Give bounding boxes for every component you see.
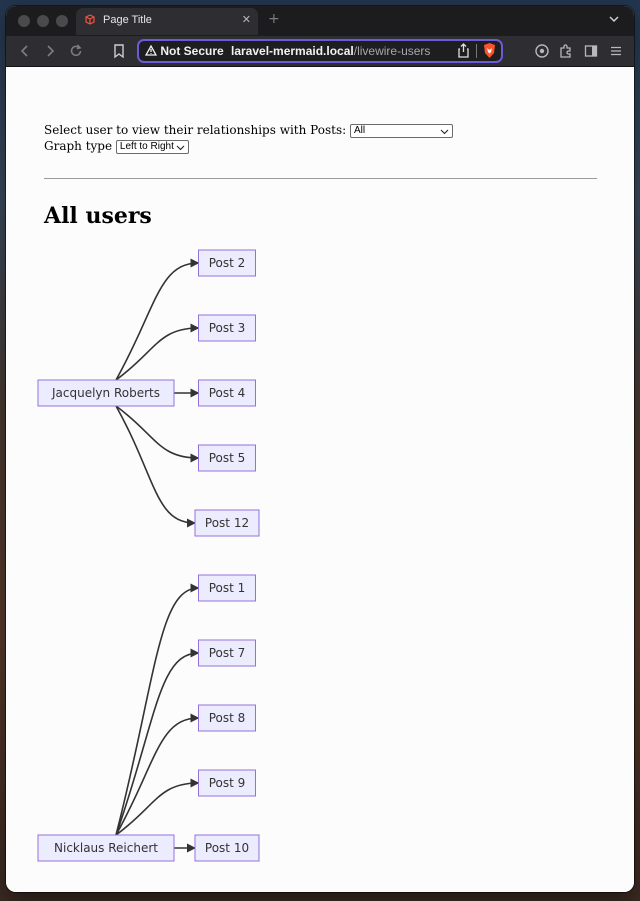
relationship-edge [115, 323, 200, 381]
forward-icon[interactable] [42, 43, 58, 59]
page-content: Select user to view their relationships … [6, 68, 634, 892]
post-node-label: Post 3 [209, 321, 246, 335]
address-bar-divider [476, 44, 477, 58]
post-node[interactable]: Post 4 [198, 379, 256, 407]
post-node[interactable]: Post 8 [198, 704, 256, 732]
post-node[interactable]: Post 5 [198, 444, 256, 472]
chevron-down-icon [440, 129, 449, 134]
post-node[interactable]: Post 3 [198, 314, 256, 342]
security-indicator[interactable]: Not Secure [144, 44, 224, 58]
url-host: laravel-mermaid.local [231, 44, 354, 58]
browser-window: Page Title ✕ + Not Secure [6, 6, 634, 892]
post-node-label: Post 1 [209, 581, 246, 595]
tab-close-button[interactable]: ✕ [241, 13, 251, 26]
post-node-box [198, 769, 256, 797]
tab-title: Page Title [103, 14, 152, 26]
security-label: Not Secure [160, 44, 224, 58]
back-icon[interactable] [17, 43, 33, 59]
graph-type-select[interactable]: Left to Right [115, 139, 189, 154]
relationship-edge [115, 405, 196, 528]
share-icon[interactable] [456, 43, 471, 58]
wallet-icon[interactable] [534, 43, 550, 59]
post-node-box [198, 249, 256, 277]
post-node-box [198, 639, 256, 667]
tab-strip: Page Title ✕ + [6, 6, 634, 36]
post-node-box [198, 314, 256, 342]
warning-icon [144, 44, 158, 56]
relationship-graph: Jacquelyn Roberts Post 2 Post 3 Post 4 Post … [37, 249, 260, 862]
user-select[interactable]: All [349, 123, 453, 138]
relationship-edge [115, 713, 200, 836]
user-node[interactable]: Nicklaus Reichert [37, 834, 175, 862]
brave-shield-icon[interactable] [482, 42, 497, 59]
post-node-box [198, 704, 256, 732]
post-node[interactable]: Post 10 [194, 834, 260, 862]
relationship-edge [115, 258, 200, 381]
url-text: laravel-mermaid.local/livewire-users [231, 44, 430, 58]
user-node-box [37, 834, 175, 862]
relationship-edge [115, 583, 200, 836]
address-bar[interactable]: Not Secure laravel-mermaid.local/livewir… [137, 39, 503, 63]
tab-list-chevron-down-icon[interactable] [608, 13, 620, 25]
relationship-edge [115, 648, 200, 836]
relationship-edge [115, 405, 200, 463]
post-node-label: Post 2 [209, 256, 246, 270]
post-node[interactable]: Post 2 [198, 249, 256, 277]
post-node-label: Post 4 [209, 386, 246, 400]
minimize-window-button[interactable] [37, 15, 49, 27]
close-window-button[interactable] [18, 15, 30, 27]
page-title: All users [44, 203, 152, 229]
controls: Select user to view their relationships … [44, 122, 453, 154]
menu-icon[interactable] [608, 43, 624, 59]
tab-active[interactable]: Page Title ✕ [76, 8, 258, 35]
toolbar: Not Secure laravel-mermaid.local/livewir… [6, 36, 634, 67]
new-tab-button[interactable]: + [268, 11, 280, 27]
user-select-label: Select user to view their relationships … [44, 123, 347, 137]
post-node-label: Post 10 [205, 841, 249, 855]
post-node-label: Post 8 [209, 711, 246, 725]
post-node[interactable]: Post 1 [198, 574, 256, 602]
graph-edges [115, 258, 200, 853]
relationship-edge [115, 778, 200, 836]
post-node-box [194, 509, 260, 537]
post-node-box [198, 574, 256, 602]
extensions-icon[interactable] [558, 43, 574, 59]
user-node-label: Jacquelyn Roberts [51, 386, 160, 400]
post-node-box [198, 379, 256, 407]
post-node-box [198, 444, 256, 472]
graph-nodes: Jacquelyn Roberts Post 2 Post 3 Post 4 Post … [37, 249, 260, 862]
user-select-value: All [353, 124, 366, 136]
post-node[interactable]: Post 7 [198, 639, 256, 667]
bookmark-icon[interactable] [111, 43, 127, 59]
user-node-box [37, 379, 175, 407]
post-node-label: Post 5 [209, 451, 246, 465]
post-node-box [194, 834, 260, 862]
post-node[interactable]: Post 12 [194, 509, 260, 537]
user-node[interactable]: Jacquelyn Roberts [37, 379, 175, 407]
zoom-window-button[interactable] [56, 15, 68, 27]
chevron-down-icon [176, 145, 185, 150]
url-path: /livewire-users [353, 44, 431, 58]
reload-icon[interactable] [68, 43, 84, 59]
post-node-label: Post 7 [209, 646, 246, 660]
divider [44, 178, 597, 179]
user-node-label: Nicklaus Reichert [54, 841, 158, 855]
post-node[interactable]: Post 9 [198, 769, 256, 797]
laravel-favicon-icon [85, 14, 95, 25]
post-node-label: Post 9 [209, 776, 246, 790]
graph-type-value: Left to Right [119, 140, 174, 152]
sidebar-icon[interactable] [583, 43, 599, 59]
post-node-label: Post 12 [205, 516, 249, 530]
graph-type-label: Graph type [44, 139, 113, 153]
